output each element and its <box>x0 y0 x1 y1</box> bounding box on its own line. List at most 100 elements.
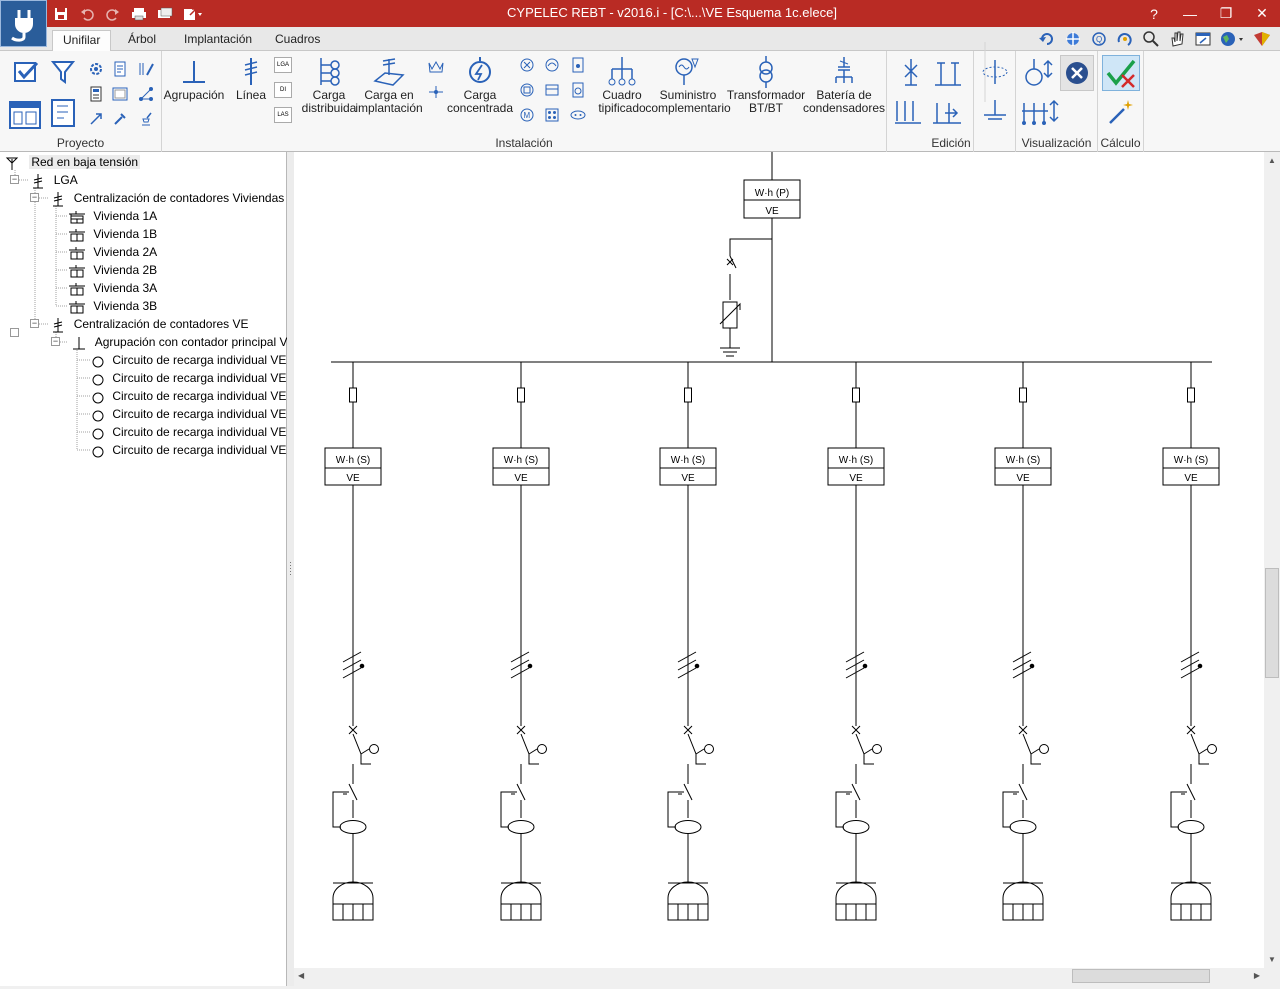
tree-node-lga[interactable]: − LGA <box>10 171 78 189</box>
tree-node-circuito[interactable]: Circuito de recarga individual VE2B <box>91 423 301 441</box>
save-icon[interactable] <box>50 4 72 24</box>
sub-meter-box[interactable] <box>659 447 717 486</box>
tree-collapse-lga[interactable] <box>10 328 19 337</box>
breaker-icon[interactable] <box>1022 733 1041 784</box>
branch-circuit[interactable] <box>827 362 885 921</box>
ev-socket-icon[interactable] <box>1002 881 1044 905</box>
breaker-icon[interactable] <box>855 733 874 784</box>
tab-cuadros[interactable]: Cuadros <box>275 32 321 46</box>
vertical-scrollbar[interactable]: ▲ ▼ <box>1264 152 1280 968</box>
zoom-icon[interactable] <box>1139 29 1162 49</box>
suministro-complementario-button[interactable]: Suministro complementario <box>645 55 731 115</box>
cuadro-tipificado-button[interactable]: Cuadro tipificado <box>596 55 648 115</box>
tree-node-vivienda[interactable]: Vivienda 2A <box>68 243 157 261</box>
hob-icon[interactable] <box>542 105 562 125</box>
pan-hand-icon[interactable] <box>1165 29 1188 49</box>
ev-socket-icon[interactable] <box>1170 881 1212 905</box>
app-logo[interactable] <box>0 0 47 47</box>
tree-node-root[interactable]: Red en baja tensión <box>4 153 141 171</box>
fuse-icon[interactable] <box>517 387 525 403</box>
stamp-icon[interactable] <box>136 109 156 129</box>
motor-icon[interactable]: M <box>517 105 537 125</box>
fuse-icon[interactable] <box>349 387 357 403</box>
collapse-toggle-icon[interactable]: − <box>10 174 19 185</box>
export-icon[interactable] <box>180 4 206 24</box>
branch-circuit[interactable] <box>324 362 382 921</box>
branch-circuit[interactable] <box>1162 362 1220 921</box>
zoom-window-icon[interactable]: Q <box>1087 29 1110 49</box>
arrow-icon[interactable] <box>86 109 106 129</box>
main-meter-box[interactable] <box>743 179 801 219</box>
book-help-icon[interactable] <box>1250 29 1274 49</box>
panel-splitter[interactable] <box>287 152 294 986</box>
tree-node-agrupacion[interactable]: − Agrupación con contador principal VE <box>51 333 295 351</box>
junction-icon[interactable] <box>426 82 446 102</box>
web-help-icon[interactable] <box>1217 29 1247 49</box>
tree-node-circuito[interactable]: Circuito de recarga individual VE2A <box>91 405 301 423</box>
branch-circuit[interactable] <box>492 362 550 921</box>
carga-concentrada-button[interactable]: Carga concentrada <box>447 55 513 115</box>
contactor-icon[interactable] <box>1186 783 1196 818</box>
tree-node-circuito[interactable]: Circuito de recarga individual VE1B <box>91 369 301 387</box>
horizontal-scroll-thumb[interactable] <box>1072 969 1210 983</box>
device-icon[interactable] <box>568 55 588 75</box>
collapse-toggle-icon[interactable]: − <box>30 318 39 329</box>
collapse-toggle-icon[interactable]: − <box>51 336 60 347</box>
document-icon[interactable] <box>110 59 130 79</box>
washer-icon[interactable] <box>568 80 588 100</box>
tree-node-circuito[interactable]: Circuito de recarga individual VE1C <box>91 387 302 405</box>
tree-node-cc-ve[interactable]: − Centralización de contadores VE <box>30 315 248 333</box>
cancel-view-button[interactable] <box>1060 55 1094 91</box>
branch-circuit[interactable] <box>994 362 1052 921</box>
fuse-icon[interactable] <box>684 387 692 403</box>
close-button[interactable]: ✕ <box>1256 5 1268 21</box>
oven-icon[interactable] <box>542 80 562 100</box>
tree-node-vivienda[interactable]: Vivienda 3B <box>68 297 157 315</box>
tab-implantacion[interactable]: Implantación <box>184 32 253 46</box>
contactor-icon[interactable] <box>1018 783 1028 818</box>
pen-list-icon[interactable] <box>136 59 156 79</box>
di-small-button[interactable]: DI <box>274 82 292 98</box>
tab-unifilar[interactable]: Unifilar <box>52 30 112 52</box>
bateria-condensadores-button[interactable]: Batería de condensadores <box>803 55 885 115</box>
view-tree-icon[interactable] <box>1020 97 1060 127</box>
circle-x-icon[interactable] <box>517 55 537 75</box>
panel-icon[interactable] <box>110 84 130 104</box>
calculator-icon[interactable] <box>86 84 106 104</box>
restore-button[interactable]: ❐ <box>1219 5 1233 21</box>
redo-icon[interactable] <box>102 4 124 24</box>
help-button[interactable]: ? <box>1150 5 1158 22</box>
tree-node-cc-viviendas[interactable]: − Centralización de contadores Viviendas <box>30 189 284 207</box>
zoom-extents-icon[interactable] <box>1061 29 1084 49</box>
collapse-toggle-icon[interactable]: − <box>30 192 39 203</box>
rotate-view-icon[interactable] <box>980 57 1010 87</box>
fuse-icon[interactable] <box>1019 387 1027 403</box>
scroll-down-arrow-icon[interactable]: ▼ <box>1268 955 1276 964</box>
tree-node-vivienda[interactable]: Vivienda 1A <box>68 207 157 225</box>
horizontal-scrollbar[interactable]: ◀ ▶ <box>294 968 1264 984</box>
sub-meter-box[interactable] <box>324 447 382 486</box>
sub-meter-box[interactable] <box>827 447 885 486</box>
minimize-button[interactable]: — <box>1183 5 1197 22</box>
funnel-icon[interactable] <box>50 59 76 85</box>
print-multiple-icon[interactable] <box>154 4 176 24</box>
fuse-icon[interactable] <box>1187 387 1195 403</box>
boiler-icon[interactable] <box>517 80 537 100</box>
breaker-icon[interactable] <box>520 733 539 784</box>
agrupacion-button[interactable]: Agrupación <box>164 55 224 102</box>
single-line-diagram[interactable]: W·h (P) VE W·h (S)VEW·h (S)VEW·h (S)VEW·… <box>294 152 1264 968</box>
gear-icon[interactable] <box>86 59 106 79</box>
sub-meter-box[interactable] <box>1162 447 1220 486</box>
transformador-button[interactable]: Transformador BT/BT <box>727 55 805 115</box>
fuse-icon[interactable] <box>852 387 860 403</box>
tree-node-vivienda[interactable]: Vivienda 3A <box>68 279 157 297</box>
tab-arbol[interactable]: Árbol <box>128 32 157 46</box>
zoom-previous-icon[interactable] <box>1113 29 1136 49</box>
undo-icon[interactable] <box>76 4 98 24</box>
view-expand-icon[interactable] <box>1022 57 1056 89</box>
carga-distribuida-button[interactable]: Carga distribuida <box>302 55 356 115</box>
carga-implantacion-button[interactable]: Carga en implantación <box>355 55 423 115</box>
edit-move-icon[interactable] <box>931 97 965 127</box>
tree-node-circuito[interactable]: Circuito de recarga individual VE1A <box>91 351 301 369</box>
scroll-up-arrow-icon[interactable]: ▲ <box>1268 156 1276 165</box>
